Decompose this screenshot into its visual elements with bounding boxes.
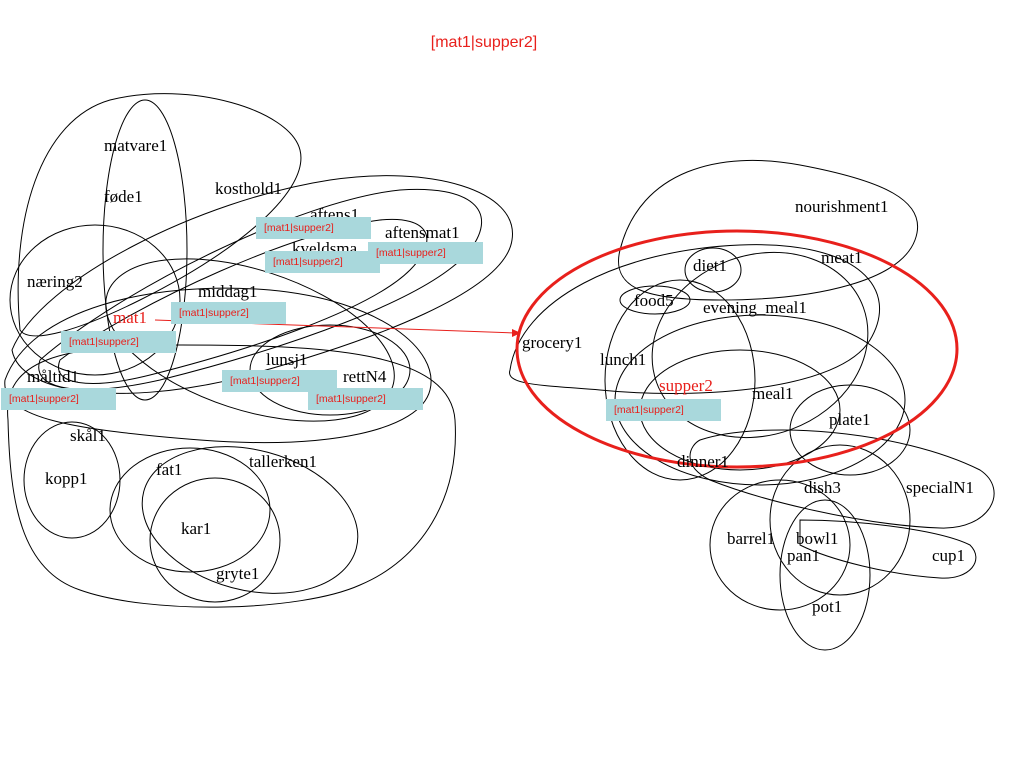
left-cluster-outlines (4, 93, 513, 608)
mapping-tag: [mat1|supper2] (171, 302, 286, 324)
mapping-tag: [mat1|supper2] (1, 388, 116, 410)
node-plate1: plate1 (829, 410, 871, 429)
mapping-tag: [mat1|supper2] (606, 399, 721, 421)
outline-mat (4, 287, 432, 444)
outline-cup (799, 519, 977, 579)
right-cluster-outlines (509, 159, 995, 651)
outline-kveldsmat (58, 218, 428, 384)
node-maaltid1: måltid1 (27, 367, 79, 386)
node-supper2: supper2 (659, 376, 713, 395)
node-mat1: mat1 (113, 308, 147, 327)
outline-naering (9, 224, 181, 376)
mapping-tag: [mat1|supper2] (222, 370, 337, 392)
node-lunch1: lunch1 (600, 350, 647, 369)
node-barrel1: barrel1 (727, 529, 776, 548)
node-specialN1: specialN1 (906, 478, 974, 497)
node-lunsj1: lunsj1 (266, 350, 308, 369)
node-rettN4: rettN4 (343, 367, 387, 386)
node-food5: food5 (634, 291, 674, 310)
outline-middag (105, 258, 395, 422)
node-naering2: næring2 (27, 272, 83, 291)
node-kar1: kar1 (181, 519, 212, 538)
node-fat1: fat1 (156, 460, 183, 479)
node-kosthold1: kosthold1 (215, 179, 283, 198)
outline-left-outer (17, 93, 302, 337)
outline-tallerken (141, 446, 359, 594)
node-cup1: cup1 (932, 546, 966, 565)
node-fode1: føde1 (104, 187, 143, 206)
diagram-title: [mat1|supper2] (430, 34, 538, 51)
node-diet1: diet1 (693, 256, 727, 275)
outline-bowl (769, 444, 911, 596)
node-aftensmat1: aftensmat1 (385, 223, 460, 242)
outline-kosthold (11, 175, 513, 394)
mapping-tag: [mat1|supper2] (368, 242, 483, 264)
node-evening-meal1: evening_meal1 (703, 298, 807, 317)
outline-diet (684, 247, 742, 293)
node-bowl1: bowl1 (796, 529, 839, 548)
node-skaal1: skål1 (70, 426, 106, 445)
node-matvare1: matvare1 (104, 136, 168, 155)
outline-dish (689, 429, 995, 529)
node-meat1: meat1 (821, 248, 863, 267)
node-gryte1: gryte1 (216, 564, 260, 583)
node-tallerken1: tallerken1 (249, 452, 317, 471)
node-nourishment1: nourishment1 (795, 197, 889, 216)
mapping-tag: [mat1|supper2] (61, 331, 176, 353)
mapping-tag: [mat1|supper2] (256, 217, 371, 239)
mapping-tag: [mat1|supper2] (308, 388, 423, 410)
outline-barrel (709, 479, 851, 611)
outline-pot (779, 499, 871, 651)
outline-fat (109, 447, 271, 573)
node-grocery1: grocery1 (522, 333, 583, 352)
arrow-head (512, 329, 521, 337)
mapping-tag: [mat1|supper2] (265, 251, 380, 273)
node-middag1: middag1 (198, 282, 258, 301)
node-kopp1: kopp1 (45, 469, 88, 488)
outline-lunch (604, 279, 756, 481)
node-dinner1: dinner1 (677, 452, 729, 471)
node-pot1: pot1 (812, 597, 843, 616)
outline-nourishment (618, 159, 919, 301)
outline-kar (149, 477, 281, 603)
outline-matvare (102, 99, 188, 401)
supper2-highlight-ring (515, 229, 959, 469)
outline-grocery (509, 244, 880, 394)
node-pan1: pan1 (787, 546, 821, 565)
node-meal1: meal1 (752, 384, 794, 403)
node-dish3: dish3 (804, 478, 841, 497)
